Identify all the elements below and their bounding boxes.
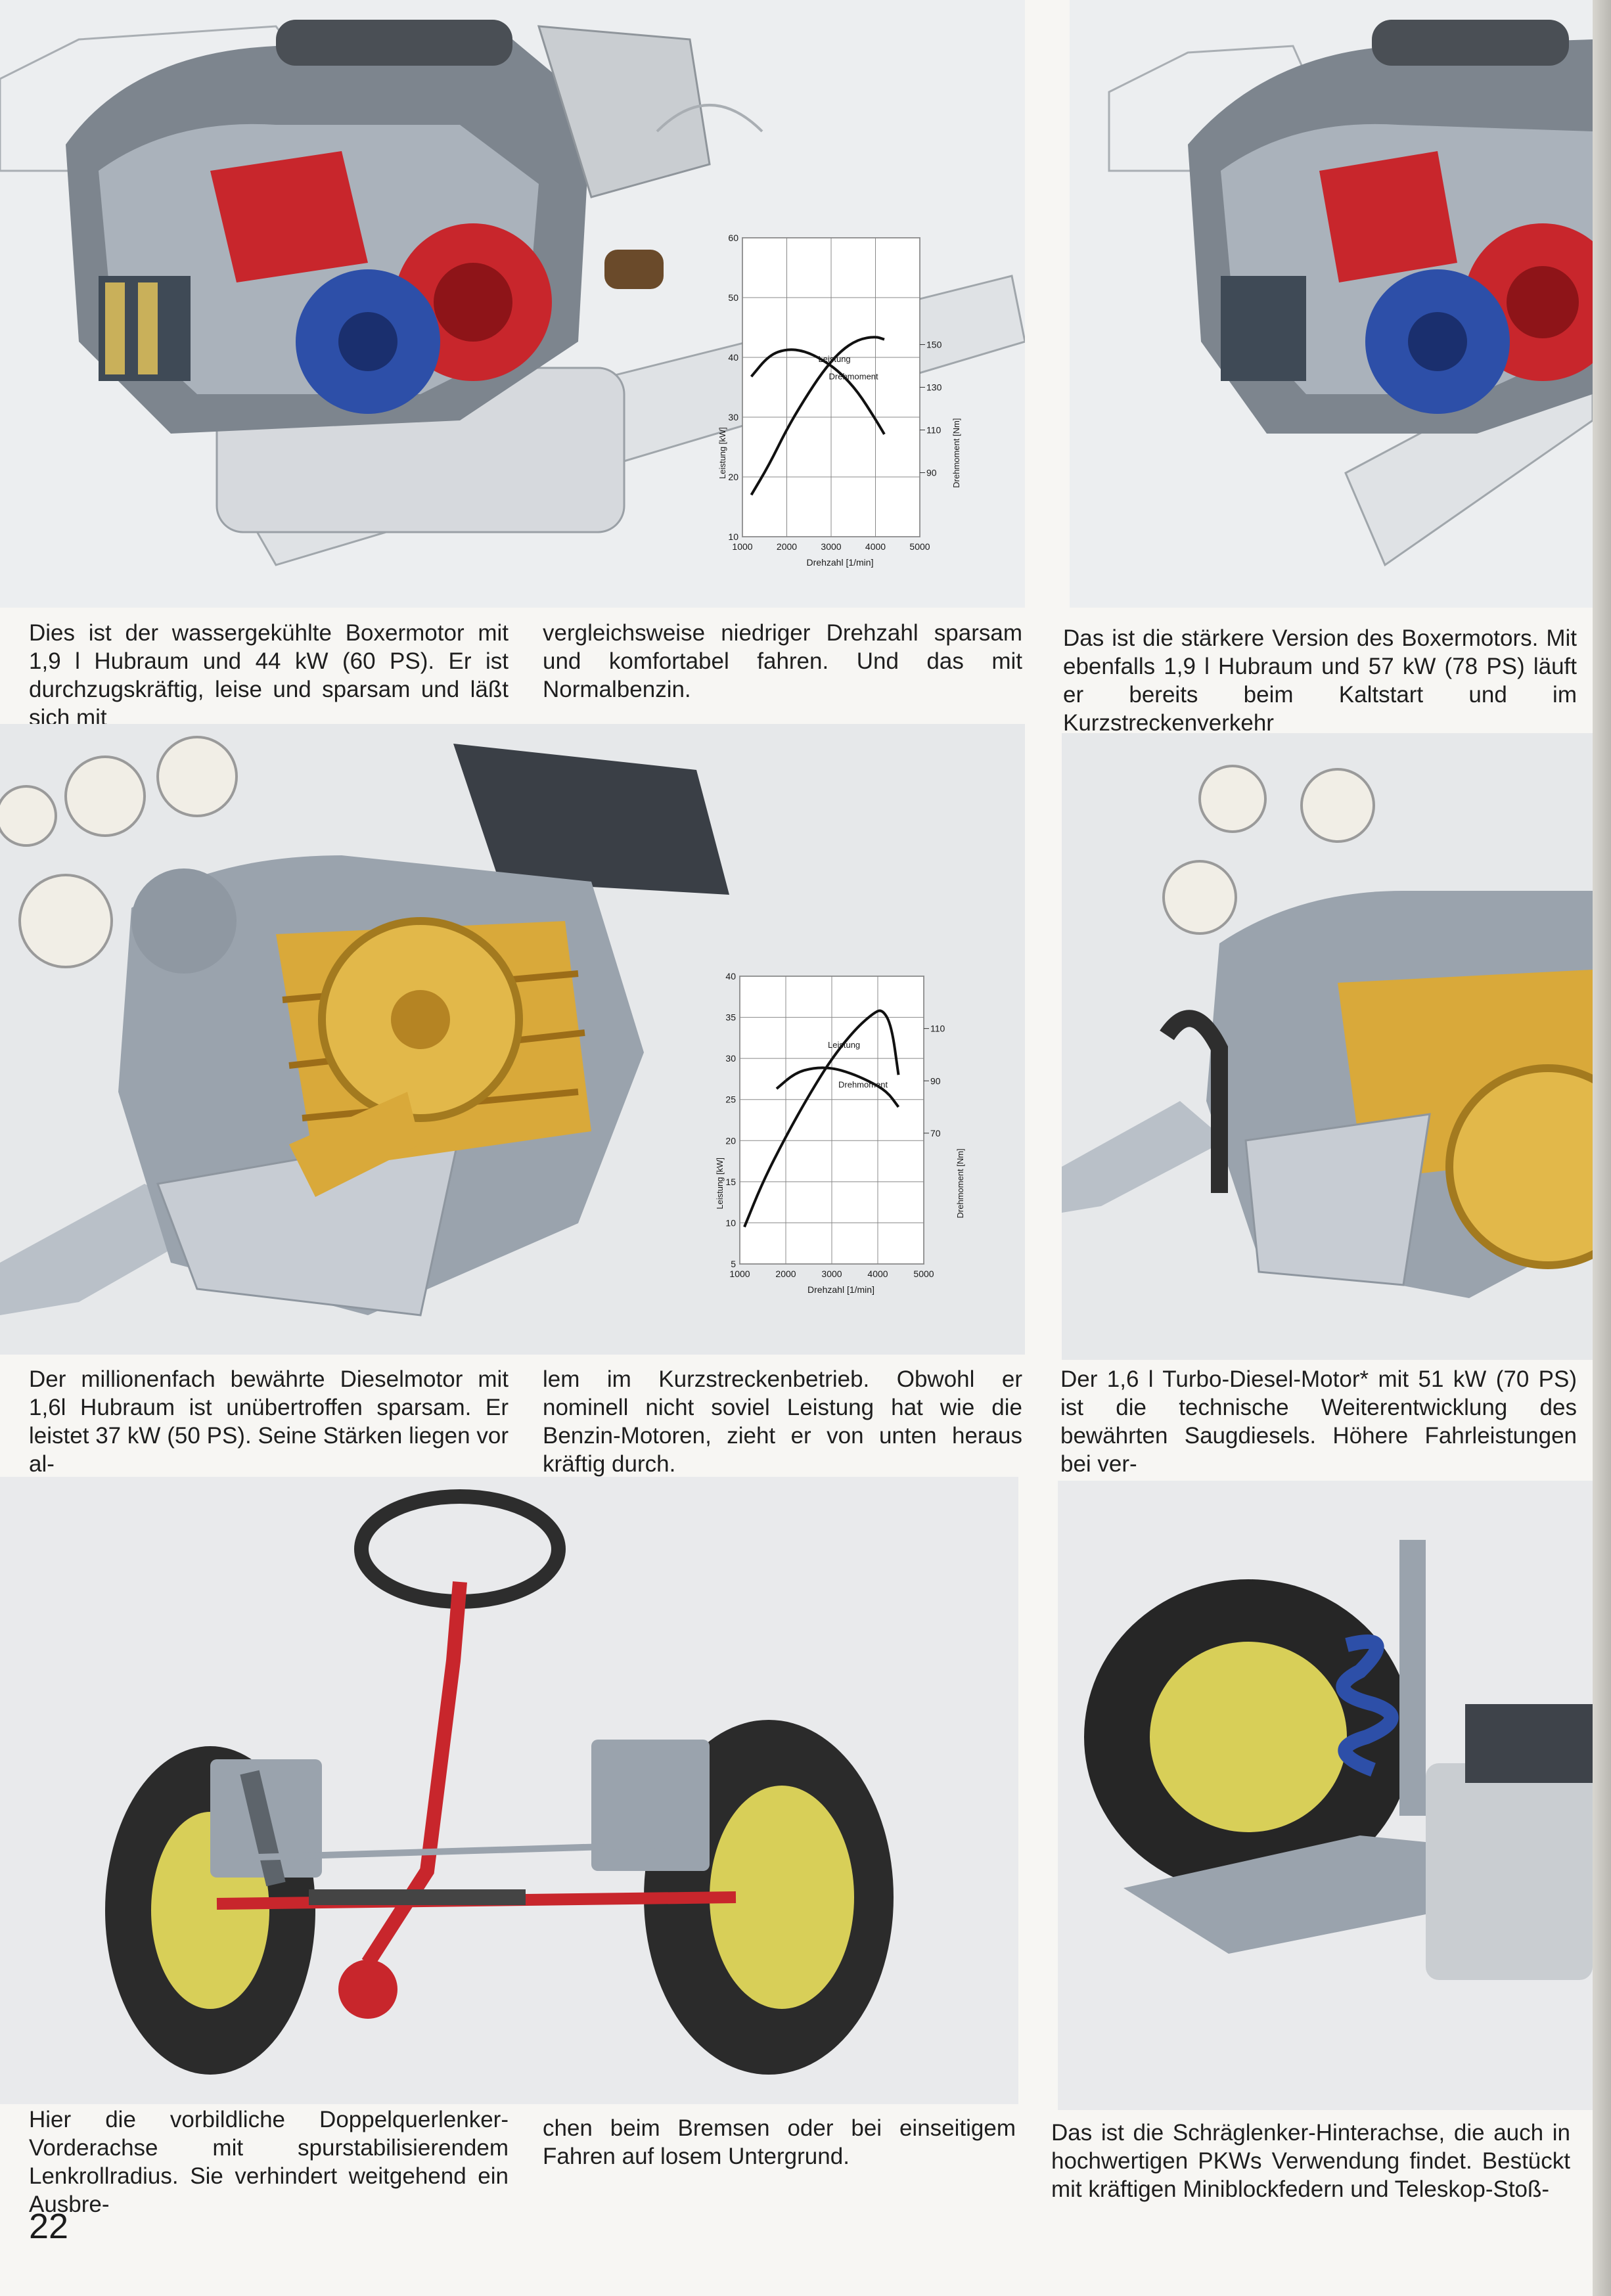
series-line-leistung [743, 1009, 900, 1228]
illustration-front-axle [0, 1477, 1018, 2104]
y-tick-label: 60 [728, 233, 738, 243]
series-label-drehmoment: Drehmoment [829, 371, 879, 381]
y-axis-label: Leistung [kW] [717, 427, 727, 479]
x-axis-label: Drehzahl [1/min] [807, 557, 874, 568]
caption-diesel-50ps-part1: Der millionenfach bewährte Dieselmotor m… [29, 1366, 509, 1477]
illustration-rear-axle [1058, 1481, 1593, 2110]
caption-boxer-78ps: Das ist die stärkere Version des Boxermo… [1063, 625, 1577, 736]
y2-tick-label: 90 [930, 1075, 941, 1086]
caption-front-axle-part1: Hier die vorbildliche Doppelquerlenker-V… [29, 2107, 509, 2217]
y-tick-label: 40 [725, 971, 736, 981]
page-number: 22 [29, 2207, 69, 2246]
illustration-boxer-engine-78ps [1070, 0, 1593, 608]
x-axis-label: Drehzahl [1/min] [807, 1284, 874, 1295]
y-tick-label: 15 [725, 1177, 736, 1187]
y-tick-label: 25 [725, 1094, 736, 1105]
y2-tick-label: 150 [926, 340, 942, 350]
x-tick-label: 4000 [867, 1269, 888, 1279]
y2-tick-label: 90 [926, 468, 937, 478]
y2-tick-label: 110 [926, 425, 942, 436]
x-tick-label: 2000 [777, 541, 797, 552]
x-tick-label: 5000 [909, 541, 930, 552]
x-tick-label: 3000 [821, 1269, 842, 1279]
boxer-engine-78ps-drawing [1070, 0, 1593, 608]
turbo-diesel-drawing [1062, 733, 1593, 1360]
y-tick-label: 5 [731, 1259, 736, 1269]
caption-turbo-diesel-70ps: Der 1,6 l Turbo-Diesel-Motor* mit 51 kW … [1060, 1366, 1577, 1477]
y-tick-label: 20 [728, 472, 738, 482]
chart-diesel-power-torque: 1000 2000 3000 4000 5000 5 10 15 20 25 30 35 40 110 90… [714, 970, 1003, 1318]
caption-front-axle-part2: chen beim Bremsen oder bei einseitigem F… [543, 2115, 1016, 2169]
y-tick-label: 10 [728, 531, 738, 542]
front-axle-drawing [0, 1477, 1018, 2104]
x-tick-label: 4000 [865, 541, 886, 552]
x-tick-label: 1000 [729, 1269, 750, 1279]
caption-boxer-60ps-part2: vergleichsweise niedriger Drehzahl spars… [543, 620, 1022, 702]
x-tick-label: 3000 [821, 541, 841, 552]
y-tick-label: 50 [728, 292, 738, 303]
caption-boxer-60ps-part1: Dies ist der wassergekühlte Boxermotor m… [29, 620, 509, 731]
y2-axis-label: Drehmoment [Nm] [955, 1148, 965, 1218]
y2-axis-label: Drehmoment [Nm] [951, 418, 961, 487]
x-tick-label: 5000 [913, 1269, 934, 1279]
y-tick-label: 20 [725, 1135, 736, 1146]
series-line-drehmoment [750, 348, 886, 436]
series-label-leistung: Leistung [828, 1040, 860, 1050]
rear-axle-drawing [1058, 1481, 1593, 2110]
y2-tick-label: 110 [930, 1024, 945, 1034]
y-axis-label: Leistung [kW] [715, 1158, 725, 1209]
y-tick-label: 30 [725, 1053, 736, 1064]
y-tick-label: 10 [725, 1217, 736, 1228]
chart-boxer-svg: 1000 2000 3000 4000 5000 10 20 30 40 50 60 150 130 11… [717, 233, 961, 568]
x-tick-label: 1000 [732, 541, 752, 552]
page-gutter [1593, 0, 1611, 2296]
y-tick-label: 30 [728, 412, 738, 422]
series-line-drehmoment [775, 1066, 900, 1108]
chart-diesel-svg: 1000 2000 3000 4000 5000 5 10 15 20 25 30 35 40 110 90… [715, 971, 965, 1295]
caption-diesel-50ps-part2: lem im Kurzstreckenbetrieb. Obwohl er no… [543, 1366, 1022, 1477]
illustration-turbo-diesel-engine-70ps [1062, 733, 1593, 1360]
series-line-leistung [750, 336, 885, 496]
caption-rear-axle: Das ist die Schräglenker-Hinterachse, di… [1051, 2120, 1570, 2202]
y-tick-label: 35 [725, 1012, 736, 1023]
y2-tick-label: 130 [926, 382, 942, 393]
x-tick-label: 2000 [775, 1269, 796, 1279]
y-tick-label: 40 [728, 352, 738, 363]
series-label-drehmoment: Drehmoment [838, 1079, 888, 1089]
chart-boxer-power-torque: 1000 2000 3000 4000 5000 10 20 30 40 50 60 150 130 11… [716, 231, 992, 589]
y2-tick-label: 70 [930, 1128, 941, 1138]
series-label-leistung: Leistung [819, 354, 851, 364]
